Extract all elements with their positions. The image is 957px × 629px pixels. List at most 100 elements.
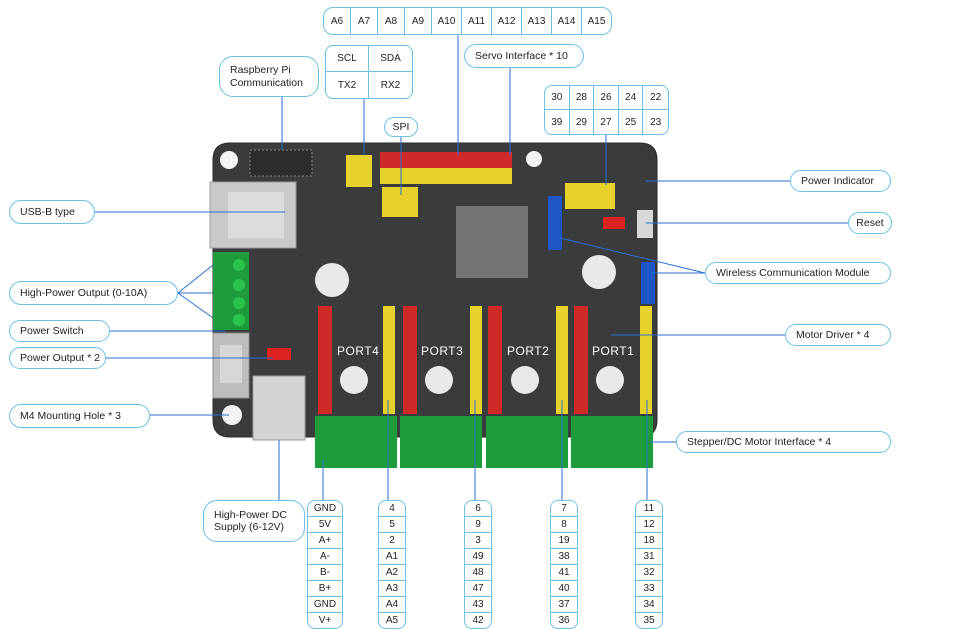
mounting-hole-top-left xyxy=(220,151,238,169)
pin-cell: 7 xyxy=(551,501,577,517)
connector-lines xyxy=(95,33,848,500)
pin-tx2: TX2 xyxy=(326,72,369,98)
pin-cell: 38 xyxy=(551,549,577,565)
pin-a11: A11 xyxy=(461,8,491,34)
port-label-3: PORT3 xyxy=(421,344,464,358)
pin-cell: A1 xyxy=(379,549,405,565)
pin-30: 30 xyxy=(545,86,570,110)
capacitor-1 xyxy=(315,263,349,297)
pin-sda: SDA xyxy=(369,46,412,72)
analog-pins-row: A6 A7 A8 A9 A10 A11 A12 A13 A14 A15 xyxy=(323,7,612,35)
pin-scl: SCL xyxy=(326,46,369,72)
port-label-1: PORT1 xyxy=(592,344,635,358)
pin-25: 25 xyxy=(619,110,644,134)
pin-a8: A8 xyxy=(377,8,404,34)
pin-5v: 5V xyxy=(308,517,342,533)
pin-23: 23 xyxy=(650,116,662,128)
label-servo-interface: Servo Interface * 10 xyxy=(464,44,584,68)
label-reset: Reset xyxy=(848,212,892,234)
pin-b-plus: B+ xyxy=(308,581,342,597)
pin-cell: A4 xyxy=(379,597,405,613)
pin-cell: 40 xyxy=(551,581,577,597)
serial-grid: SCL SDA TX2 RX2 xyxy=(325,45,413,99)
pin-a10: A10 xyxy=(431,8,461,34)
pin-cell: A3 xyxy=(379,581,405,597)
reset-button xyxy=(637,210,653,238)
pin-24: 24 xyxy=(618,86,644,110)
pin-cell: 47 xyxy=(465,581,491,597)
pin-27: 27 xyxy=(594,110,619,134)
pin-cell: 11 xyxy=(636,501,662,517)
servo-pin-grid: 30 28 26 24 22 39 29 27 25 23 xyxy=(544,85,669,135)
pin-cell: 3 xyxy=(465,533,491,549)
port2-pin-column: 7 8 19 38 41 40 37 36 xyxy=(550,500,578,629)
pin-22: 22 xyxy=(643,86,668,110)
spi-header xyxy=(382,187,418,217)
servo-header-right xyxy=(565,183,615,209)
stepper-terminals xyxy=(315,416,653,468)
pin-a-minus: A- xyxy=(308,549,342,565)
pin-cell: 33 xyxy=(636,581,662,597)
pin-a6: A6 xyxy=(330,15,344,27)
label-dc-supply: High-Power DC Supply (6-12V) xyxy=(203,500,305,542)
servo-header-yellow xyxy=(380,168,512,184)
label-power-switch: Power Switch xyxy=(9,320,110,342)
raspberry-header xyxy=(249,149,313,177)
pin-cell: 5 xyxy=(379,517,405,533)
label-raspberry-pi: Raspberry Pi Communication xyxy=(219,56,319,97)
pin-a12: A12 xyxy=(491,8,521,34)
port4-pin-column: 4 5 2 A1 A2 A3 A4 A5 xyxy=(378,500,406,629)
power-output-jumper xyxy=(267,348,291,360)
pin-39: 39 xyxy=(545,110,570,134)
dc-supply-jack xyxy=(252,375,306,441)
servo-header-red xyxy=(380,152,512,168)
pin-a9: A9 xyxy=(404,8,431,34)
label-stepper: Stepper/DC Motor Interface * 4 xyxy=(676,431,891,453)
label-spi: SPI xyxy=(384,117,418,137)
wireless-header-left xyxy=(548,196,562,250)
label-power-indicator: Power Indicator xyxy=(790,170,891,192)
pin-26: 26 xyxy=(594,86,619,110)
i2c-header xyxy=(346,155,372,187)
port3-pin-column: 6 9 3 49 48 47 43 42 xyxy=(464,500,492,629)
port-headers xyxy=(318,306,652,414)
pin-cell: A2 xyxy=(379,565,405,581)
port1-pin-column: 11 12 18 31 32 33 34 35 xyxy=(635,500,663,629)
capacitor-2 xyxy=(582,255,616,289)
pin-cell: 43 xyxy=(465,597,491,613)
pin-a14: A14 xyxy=(551,8,581,34)
label-usb-b: USB-B type xyxy=(9,200,95,224)
label-wireless: Wireless Communication Module xyxy=(705,262,891,284)
port-label-2: PORT2 xyxy=(507,344,550,358)
pin-cell: 31 xyxy=(636,549,662,565)
pin-cell: 9 xyxy=(465,517,491,533)
pin-a7: A7 xyxy=(350,8,377,34)
pin-cell: 32 xyxy=(636,565,662,581)
pin-cell: 48 xyxy=(465,565,491,581)
mounting-hole-bottom-left xyxy=(222,405,242,425)
label-motor-driver: Motor Driver * 4 xyxy=(785,324,891,346)
pin-cell: 19 xyxy=(551,533,577,549)
pin-cell: 37 xyxy=(551,597,577,613)
label-mounting-hole: M4 Mounting Hole * 3 xyxy=(9,404,150,428)
label-power-output: Power Output * 2 xyxy=(9,347,106,369)
pin-a15: A15 xyxy=(581,8,611,34)
pin-cell: 12 xyxy=(636,517,662,533)
pin-rx2: RX2 xyxy=(380,79,401,91)
pin-b-minus: B- xyxy=(308,565,342,581)
pin-cell: 49 xyxy=(465,549,491,565)
pin-cell: 41 xyxy=(551,565,577,581)
pin-a-plus: A+ xyxy=(308,533,342,549)
pin-a13: A13 xyxy=(521,8,551,34)
label-high-power-output: High-Power Output (0-10A) xyxy=(9,281,178,305)
pin-cell: 2 xyxy=(379,533,405,549)
mcu-chip xyxy=(456,206,528,278)
pin-28: 28 xyxy=(569,86,595,110)
pin-gnd: GND xyxy=(308,501,342,517)
pin-29: 29 xyxy=(570,110,595,134)
port-label-4: PORT4 xyxy=(337,344,380,358)
pin-cell: 34 xyxy=(636,597,662,613)
pin-cell: 4 xyxy=(379,501,405,517)
